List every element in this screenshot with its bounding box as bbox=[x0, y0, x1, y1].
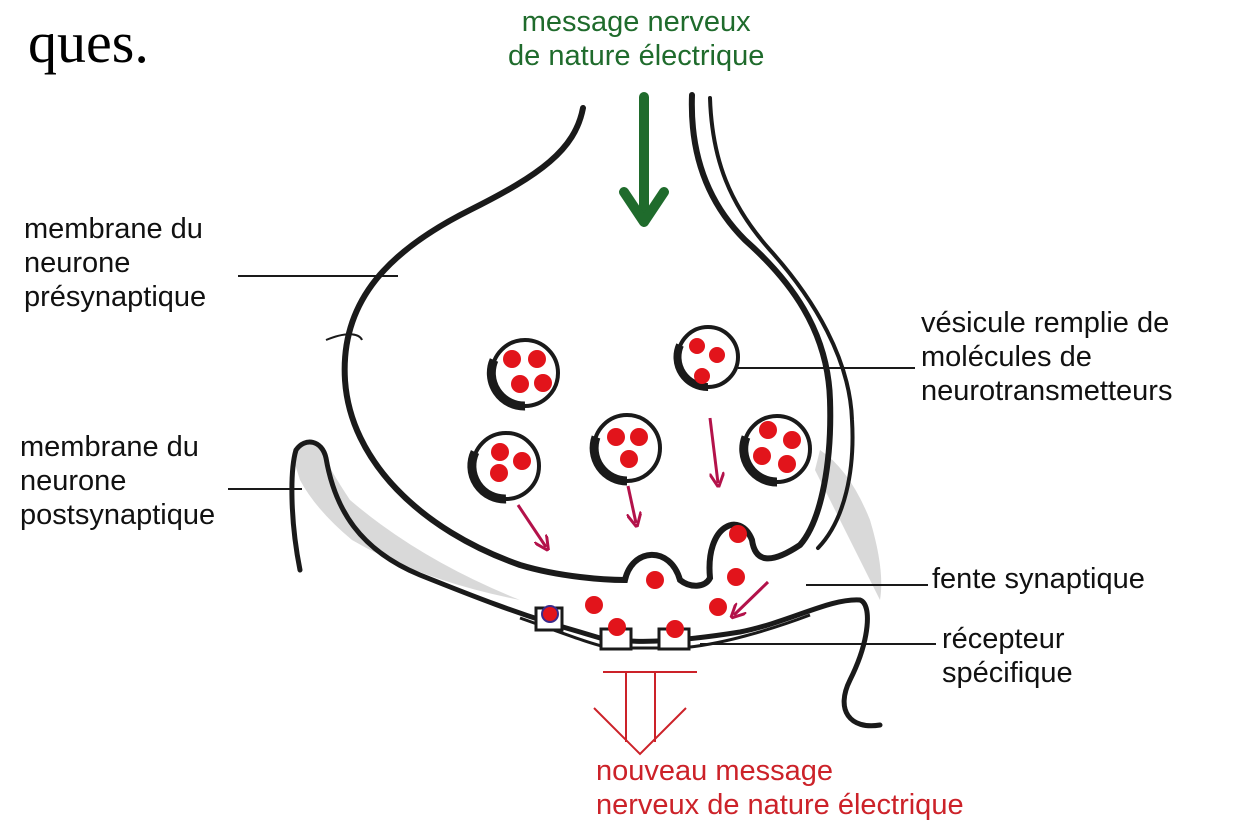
vesicle bbox=[744, 416, 810, 482]
vesicle bbox=[677, 327, 738, 387]
vesicle bbox=[472, 433, 539, 499]
vesicle bbox=[594, 415, 660, 481]
postsynaptic-membrane bbox=[292, 442, 880, 726]
postsynaptic-membrane-edge bbox=[326, 334, 362, 340]
presynaptic-membrane bbox=[345, 95, 831, 586]
vesicle bbox=[491, 340, 558, 406]
outgoing-signal-arrow bbox=[594, 672, 697, 754]
incoming-signal-arrow bbox=[624, 97, 664, 222]
